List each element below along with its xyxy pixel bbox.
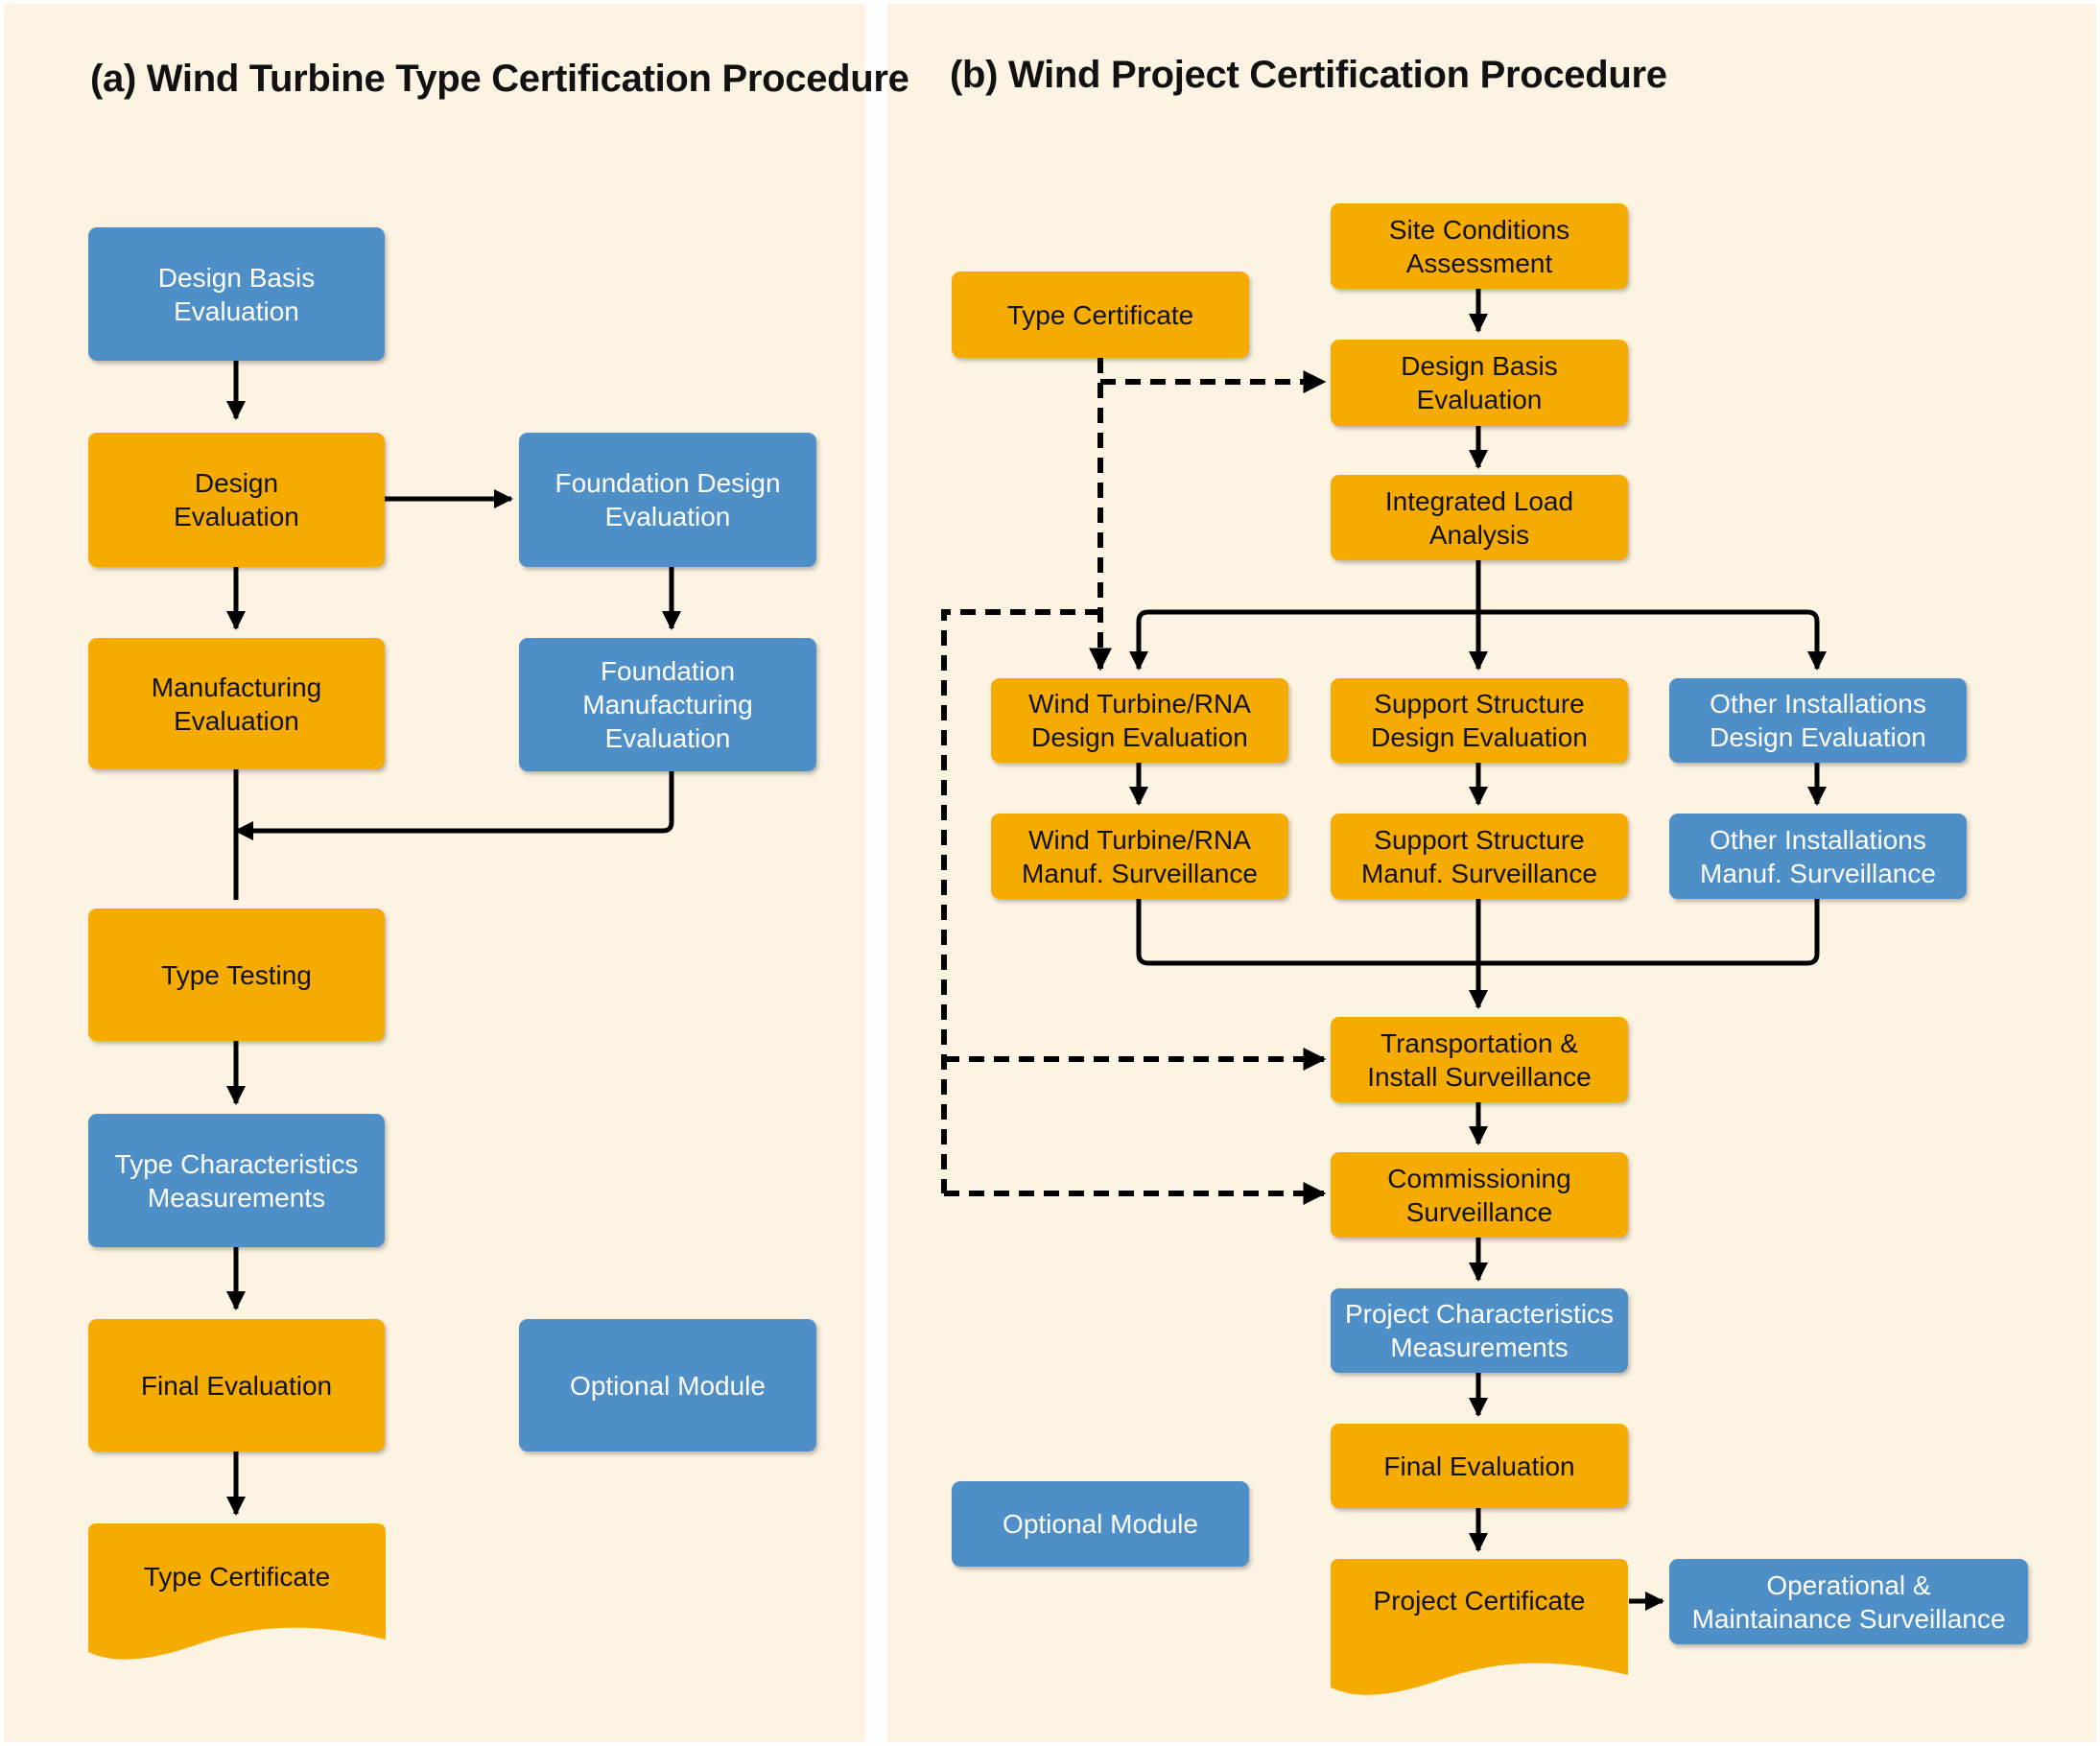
a-final-evaluation-box: Final Evaluation [88, 1319, 385, 1451]
b-project-certificate-shape [1331, 1559, 1628, 1695]
a-design-basis-label: Design Basis Evaluation [157, 262, 316, 326]
b-design-basis-box: Design Basis Evaluation [1331, 340, 1628, 426]
b-type-certificate-box: Type Certificate [952, 271, 1249, 358]
arrow-b-manuf-merge-to-transport [1136, 899, 1820, 1007]
b-rna-manuf-box: Wind Turbine/RNA Manuf. Surveillance [991, 814, 1288, 899]
b-other-manuf-label: Other Installations Manuf. Surveillance [1700, 824, 1936, 888]
a-foundation-design-label: Foundation Design Evaluation [554, 468, 781, 531]
arrow-b-load-to-other [1478, 609, 1827, 671]
b-type-certificate-label: Type Certificate [1006, 299, 1194, 330]
b-rna-manuf-label: Wind Turbine/RNA Manuf. Surveillance [1022, 824, 1258, 888]
a-manufacturing-label: Manufacturing Evaluation [151, 672, 322, 736]
b-support-manuf-box: Support Structure Manuf. Surveillance [1331, 814, 1628, 899]
b-rna-design-label: Wind Turbine/RNA Design Evaluation [1028, 689, 1251, 752]
b-optional-module-label: Optional Module [1003, 1509, 1198, 1539]
arrow-a-merge-to-type-testing [236, 769, 674, 900]
b-other-design-box: Other Installations Design Evaluation [1669, 678, 1967, 763]
b-final-evaluation-label: Final Evaluation [1383, 1451, 1575, 1481]
b-operational-maintenance-box: Operational & Maintainance Surveillance [1669, 1559, 2028, 1644]
a-optional-module-label: Optional Module [570, 1370, 766, 1401]
b-optional-module-legend: Optional Module [952, 1481, 1249, 1567]
arrow-b-load-to-rna [1129, 609, 1478, 671]
dashed-type-cert-left-rail [941, 609, 1100, 1193]
b-project-certificate-label: Project Certificate [1373, 1586, 1586, 1616]
b-project-certificate-document: Project Certificate [1331, 1559, 1628, 1703]
b-operational-maintenance-label: Operational & Maintainance Surveillance [1691, 1569, 2006, 1634]
a-foundation-design-box: Foundation Design Evaluation [519, 433, 816, 567]
b-site-conditions-box: Site Conditions Assessment [1331, 203, 1628, 289]
b-project-characteristics-box: Project Characteristics Measurements [1331, 1288, 1628, 1373]
b-final-evaluation-box: Final Evaluation [1331, 1424, 1628, 1508]
b-support-design-label: Support Structure Design Evaluation [1371, 689, 1588, 752]
b-commissioning-label: Commissioning Surveillance [1387, 1163, 1571, 1227]
b-integrated-load-label: Integrated Load Analysis [1384, 485, 1574, 550]
b-site-conditions-label: Site Conditions Assessment [1388, 214, 1570, 278]
a-design-evaluation-label: Design Evaluation [174, 468, 299, 531]
b-rna-design-box: Wind Turbine/RNA Design Evaluation [991, 678, 1288, 763]
b-other-design-label: Other Installations Design Evaluation [1710, 689, 1926, 752]
panel-b-title: (b) Wind Project Certification Procedure [950, 54, 1667, 96]
b-integrated-load-box: Integrated Load Analysis [1331, 475, 1628, 560]
panel-a-title: (a) Wind Turbine Type Certification Proc… [90, 58, 909, 100]
a-type-characteristics-box: Type Characteristics Measurements [88, 1114, 385, 1247]
b-commissioning-box: Commissioning Surveillance [1331, 1152, 1628, 1238]
a-final-evaluation-label: Final Evaluation [140, 1370, 333, 1401]
a-type-certificate-shape [88, 1523, 386, 1660]
b-support-manuf-label: Support Structure Manuf. Surveillance [1361, 824, 1597, 888]
b-other-manuf-box: Other Installations Manuf. Surveillance [1669, 814, 1967, 899]
a-type-testing-box: Type Testing [88, 908, 385, 1041]
a-type-certificate-label: Type Certificate [143, 1562, 331, 1592]
a-type-characteristics-label: Type Characteristics Measurements [114, 1148, 359, 1213]
a-optional-module-legend: Optional Module [519, 1319, 816, 1451]
a-foundation-manufacturing-label: Foundation Manufacturing Evaluation [582, 656, 753, 753]
b-transport-install-label: Transportation & Install Surveillance [1367, 1027, 1592, 1092]
b-support-design-box: Support Structure Design Evaluation [1331, 678, 1628, 763]
a-manufacturing-evaluation-box: Manufacturing Evaluation [88, 638, 385, 769]
a-type-certificate-document: Type Certificate [88, 1523, 386, 1667]
a-design-basis-evaluation-box: Design Basis Evaluation [88, 227, 385, 361]
b-design-basis-label: Design Basis Evaluation [1401, 351, 1558, 414]
b-transport-install-box: Transportation & Install Surveillance [1331, 1017, 1628, 1102]
a-foundation-manufacturing-box: Foundation Manufacturing Evaluation [519, 638, 816, 771]
b-project-characteristics-label: Project Characteristics Measurements [1344, 1299, 1615, 1362]
a-type-testing-label: Type Testing [161, 959, 312, 990]
a-design-evaluation-box: Design Evaluation [88, 433, 385, 567]
